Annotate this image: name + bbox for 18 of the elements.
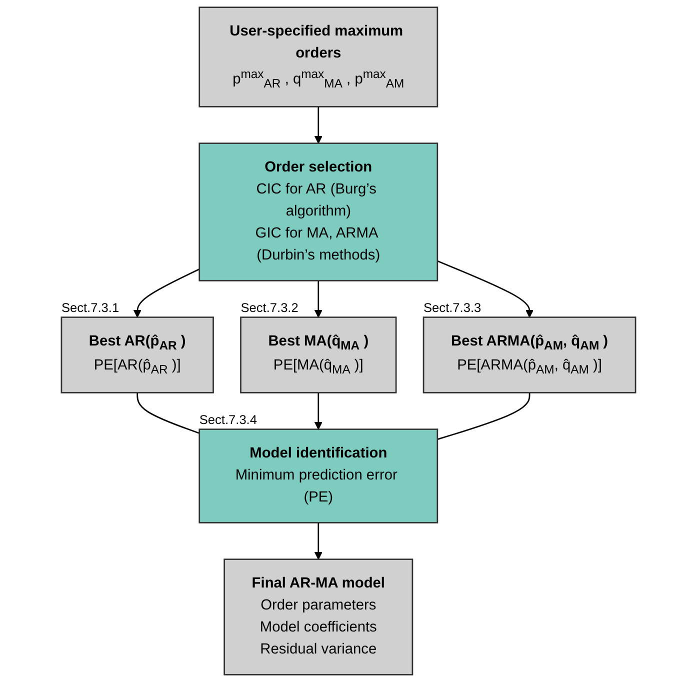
section-label: Sect.7.3.2: [240, 300, 298, 315]
arrow: [314, 106, 322, 144]
arrow: [314, 280, 322, 318]
connector: [136, 392, 200, 434]
node-box: Best ARMA(p̂$_{AM}$, q̂$_{AM}$ ) PE[ARMA(p̂$_{AM}$, q̂$_{AM}$ )]: [422, 316, 636, 394]
arrow: [314, 522, 322, 560]
section-label: Sect.7.3.4: [199, 412, 257, 427]
node-box: Best AR(p̂$_{AR}$ ) PE[AR(p̂$_{AR}$ )]: [60, 316, 214, 394]
arrow: [314, 392, 322, 430]
node-box: Best MA(q̂$_{MA}$ ) PE[MA(q̂$_{MA}$ )]: [240, 316, 397, 394]
node-box: Order selection CIC for AR (Burg’s algorithm) GIC for MA, ARMA (Durbin’s methods): [198, 142, 438, 282]
section-label: Sect.7.3.3: [424, 300, 482, 315]
section-label: Sect.7.3.1: [61, 300, 120, 315]
arrow: [437, 260, 534, 318]
connector: [437, 392, 530, 440]
arrow: [133, 268, 200, 318]
node-box: Model identification Minimum prediction error (PE): [198, 428, 438, 524]
node-box: Final AR-MA model Order parameters Model coefficients Residual variance: [224, 558, 414, 676]
